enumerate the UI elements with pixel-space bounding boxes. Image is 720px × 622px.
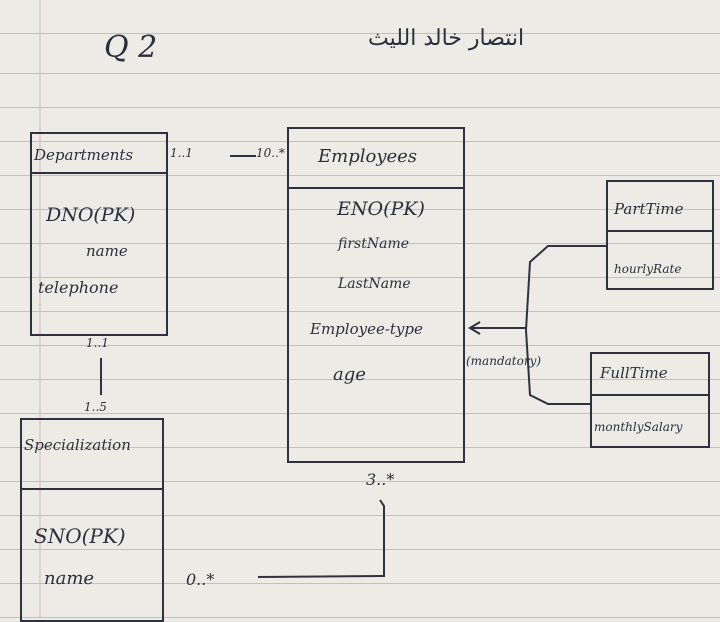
cardinality-emp-spec-bottom: 0..* [186,570,215,589]
entity-parttime[interactable] [606,180,714,290]
cardinality-dept-spec-top: 1..1 [86,336,109,350]
arabic-heading: انتصار خالد الليث [368,26,525,51]
entity-specialization-title: Specialization [24,436,131,454]
cardinality-emp-spec-top: 3..* [366,470,395,489]
entity-fulltime-title: FullTime [600,364,668,382]
parttime-attr-hourlyrate: hourlyRate [614,262,682,276]
subtype-brace [524,245,606,405]
emp-spec-line [257,499,385,578]
fulltime-attr-monthlysalary: monthlySalary [594,420,683,434]
employees-attr-eno: ENO(PK) [337,198,425,220]
entity-fulltime[interactable] [590,352,710,448]
subtype-constraint-label: (mandatory) [466,354,542,368]
cardinality-dept-emp-right: 10..* [256,146,285,160]
specialization-attr-name: name [44,568,95,589]
cardinality-dept-emp-left: 1..1 [170,146,193,160]
entity-departments-title: Departments [34,146,134,164]
departments-attr-dno: DNO(PK) [46,204,136,226]
specialization-attr-sno: SNO(PK) [34,524,126,548]
departments-attr-telephone: telephone [38,278,119,297]
entity-departments[interactable] [30,132,168,336]
employees-attr-age: age [333,364,366,385]
entity-parttime-title: PartTime [614,200,684,218]
employees-attr-lastname: LastName [338,276,411,292]
cardinality-dept-spec-bottom: 1..5 [84,400,107,414]
question-label: Q 2 [104,30,158,65]
employees-attr-firstname: firstName [338,236,409,252]
entity-employees[interactable] [287,127,465,463]
departments-attr-name: name [86,242,128,260]
entity-employees-title: Employees [318,146,418,167]
employees-attr-employee-type: Employee-type [310,320,423,338]
subtype-arrowhead [468,321,481,335]
